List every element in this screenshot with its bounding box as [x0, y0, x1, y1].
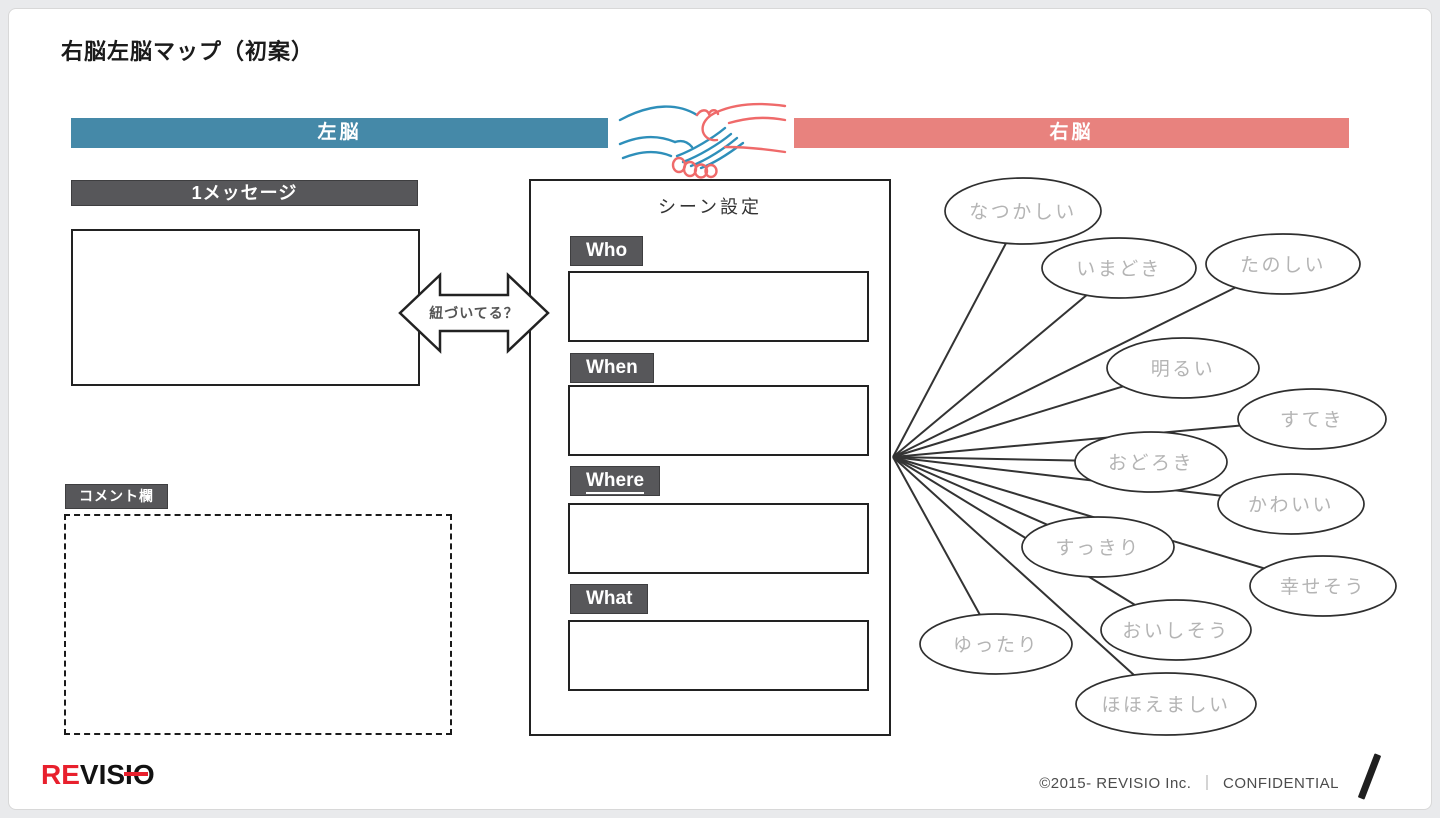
field-box-who[interactable] — [568, 271, 869, 342]
page-title: 右脳左脳マップ（初案） — [61, 39, 315, 64]
mindmap-node: ほほえましい — [1075, 672, 1257, 736]
scene-settings-panel: シーン設定 Who When Where What — [529, 179, 891, 736]
node-label: いまどき — [1076, 258, 1161, 280]
one-message-box[interactable] — [71, 229, 420, 386]
logo-red-part: RE — [41, 759, 80, 790]
mindmap-node: いまどき — [1041, 237, 1197, 299]
mindmap-node: たのしい — [1205, 233, 1361, 295]
link-question-label: 紐づいてる？ — [429, 305, 519, 321]
node-label: 幸せそう — [1280, 576, 1366, 598]
mindmap-node: おいしそう — [1100, 599, 1252, 661]
field-label-what: What — [570, 584, 649, 614]
comment-header: コメント欄 — [65, 484, 168, 509]
copyright-text: ©2015- REVISIO Inc. — [1039, 775, 1192, 792]
double-arrow-icon — [398, 272, 550, 354]
node-label: たのしい — [1240, 255, 1326, 276]
node-label: ほほえましい — [1101, 695, 1230, 716]
mindmap-node: なつかしい — [944, 177, 1102, 245]
handshake-icon — [618, 102, 787, 179]
node-label: おどろき — [1108, 452, 1194, 474]
mindmap-node: すっきり — [1021, 516, 1175, 578]
field-box-when[interactable] — [568, 385, 869, 456]
field-label-where: Where — [570, 466, 661, 496]
confidential-label: CONFIDENTIAL — [1222, 775, 1339, 792]
field-box-what[interactable] — [568, 620, 869, 691]
node-label: おいしそう — [1122, 621, 1230, 642]
revisio-logo: REVISIO — [41, 759, 155, 791]
slide: 右脳左脳マップ（初案） 左脳 右脳 1メッセージ — [8, 8, 1432, 810]
emotion-mindmap: なつかしい いまどき たのしい 明るい すてき おどろき かわいい すっきり — [892, 177, 1397, 736]
mindmap-node: おどろき — [1074, 431, 1228, 493]
node-label: なつかしい — [969, 202, 1077, 223]
left-brain-header: 左脳 — [71, 118, 608, 148]
mindmap-node: すてき — [1237, 388, 1387, 450]
mindmap-node: かわいい — [1217, 473, 1365, 535]
field-label-who: Who — [570, 236, 644, 266]
logo-o-part: O — [123, 759, 155, 791]
mindmap-node: 明るい — [1106, 337, 1260, 399]
node-label: すてき — [1280, 410, 1344, 431]
one-message-header: 1メッセージ — [71, 180, 418, 206]
scene-settings-title: シーン設定 — [657, 197, 763, 217]
footer-divider: ｜ — [1199, 775, 1215, 792]
logo-dash-icon — [123, 772, 148, 776]
node-label: 明るい — [1151, 359, 1216, 380]
node-label: かわいい — [1248, 495, 1334, 516]
field-label-where-text: Where — [586, 470, 645, 494]
link-question-arrow: 紐づいてる？ — [397, 264, 551, 362]
node-label: すっきり — [1055, 538, 1140, 559]
comment-box[interactable] — [64, 514, 452, 735]
mindmap-node: ゆったり — [919, 613, 1073, 675]
mindmap-node: 幸せそう — [1249, 555, 1397, 617]
footer-legal: ©2015- REVISIO Inc. ｜ CONFIDENTIAL — [1039, 772, 1339, 793]
node-label: ゆったり — [953, 635, 1039, 656]
field-box-where[interactable] — [568, 503, 869, 574]
field-label-when: When — [570, 353, 654, 383]
right-brain-header: 右脳 — [794, 118, 1349, 148]
